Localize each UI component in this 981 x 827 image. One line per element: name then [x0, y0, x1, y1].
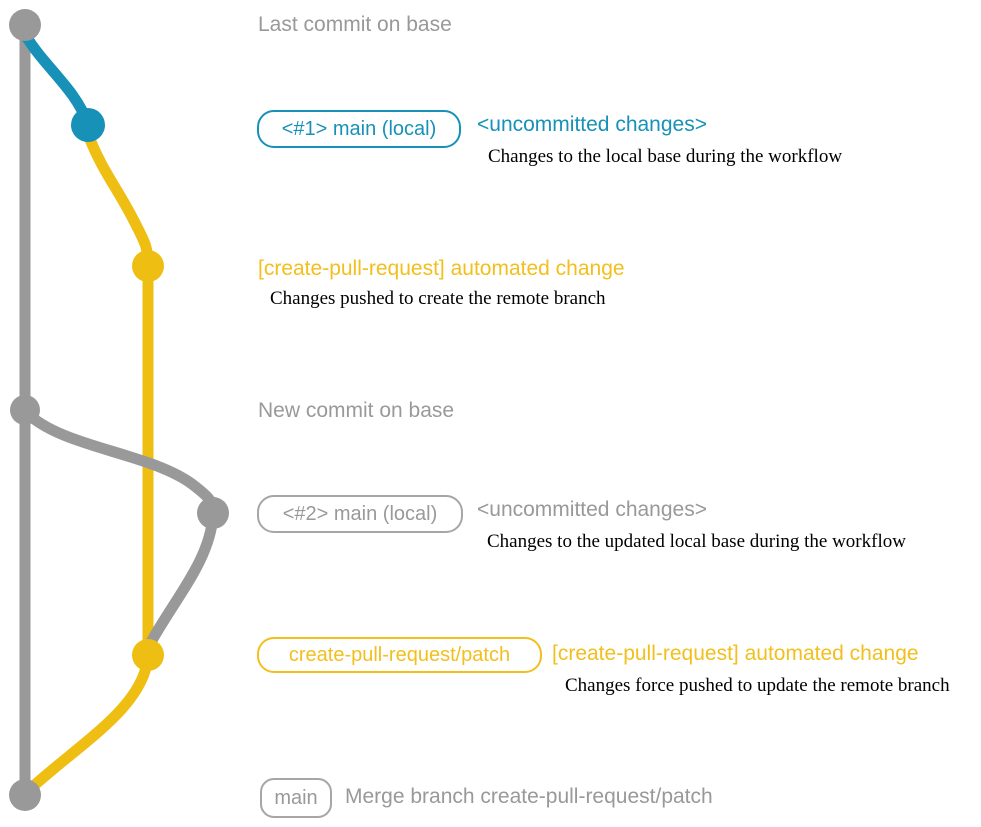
local-main-to-patch-curve	[144, 508, 219, 650]
uncommitted-changes-heading-1: <uncommitted changes>	[477, 113, 707, 136]
commit-node-local-main-2	[197, 497, 229, 529]
git-graph	[9, 9, 229, 811]
automated-change-description-1: Changes pushed to create the remote bran…	[270, 288, 606, 309]
branch-box-main-local-1: <#1> main (local)	[257, 110, 461, 148]
uncommitted-changes-description-2: Changes to the updated local base during…	[487, 531, 906, 552]
merge-commit-label: Merge branch create-pull-request/patch	[345, 785, 713, 808]
branch-box-main: main	[260, 778, 332, 818]
local-main-branch-curve-2	[20, 406, 219, 519]
automated-change-heading-2: [create-pull-request] automated change	[552, 642, 919, 665]
commit-node-merge	[9, 779, 41, 811]
branch-box-patch-label: create-pull-request/patch	[288, 643, 511, 666]
local-main-branch-curve-1	[20, 30, 93, 128]
commit-node-new-base	[10, 395, 40, 425]
uncommitted-changes-heading-2: <uncommitted changes>	[477, 498, 707, 521]
commit-node-local-main-1	[71, 108, 105, 142]
patch-branch-curve-top	[83, 131, 154, 274]
patch-branch-merge-curve	[22, 651, 154, 797]
automated-change-heading-1: [create-pull-request] automated change	[258, 257, 625, 280]
new-commit-label: New commit on base	[258, 399, 455, 422]
last-commit-label: Last commit on base	[258, 13, 452, 36]
commit-node-automated-change-1	[132, 250, 164, 282]
automated-change-description-2: Changes force pushed to update the remot…	[565, 675, 950, 696]
branch-box-patch: create-pull-request/patch	[257, 637, 542, 673]
commit-node-last-base	[9, 9, 41, 41]
uncommitted-changes-description-1: Changes to the local base during the wor…	[488, 146, 843, 167]
branch-box-main-local-1-label: <#1> main (local)	[281, 117, 437, 140]
branch-box-main-local-2: <#2> main (local)	[257, 495, 463, 533]
branch-box-main-label: main	[274, 786, 318, 809]
branch-box-main-local-2-label: <#2> main (local)	[282, 502, 438, 525]
commit-node-automated-change-2	[132, 639, 164, 671]
